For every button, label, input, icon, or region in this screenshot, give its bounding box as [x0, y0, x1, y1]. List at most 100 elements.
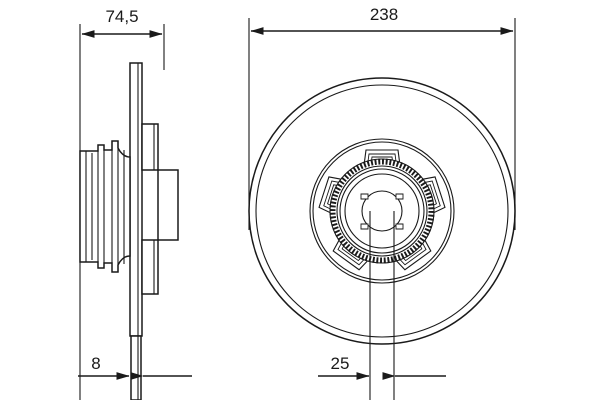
disc-step-lower-right	[141, 239, 159, 295]
abs-ring-tooth	[370, 159, 374, 166]
abs-ring-tooth	[403, 251, 409, 258]
disc-outer-circle	[248, 77, 516, 345]
abs-ring-tooth	[355, 164, 361, 171]
hub-bore-circle	[361, 190, 403, 232]
abs-ring-tooth	[331, 193, 339, 198]
abs-ring-tooth	[416, 175, 422, 181]
abs-ring-tooth	[344, 243, 351, 250]
disc-plate-section	[129, 62, 143, 337]
abs-ring-tooth	[428, 207, 435, 210]
abs-ring-tooth	[397, 254, 402, 261]
hub-internal-lines	[85, 141, 125, 272]
abs-ring-tooth	[427, 217, 434, 221]
abs-ring-tooth	[342, 241, 348, 247]
dimension-thickness: 8	[78, 354, 192, 380]
abs-ring-tooth	[414, 242, 421, 249]
abs-ring-tooth	[352, 166, 358, 173]
abs-ring-tooth	[409, 247, 415, 254]
dimension-hub-height-label: 25	[331, 354, 350, 373]
abs-ring-tooth	[427, 199, 434, 203]
abs-ring-tooth	[427, 203, 435, 206]
abs-ring-tooth	[340, 176, 347, 183]
abs-ring-tooth	[330, 197, 338, 201]
abs-ring-tooth	[336, 183, 343, 188]
abs-ring-tooth	[334, 186, 341, 191]
abs-ring-tooth	[393, 255, 398, 262]
front-center-extension-lines	[369, 211, 395, 400]
dimension-width-overall-label: 74,5	[105, 7, 138, 26]
abs-ring-tooth	[420, 181, 427, 187]
abs-ring-tooth	[330, 219, 337, 223]
abs-ring-tooth	[428, 211, 435, 214]
disc-plate-thin-extension	[130, 335, 142, 400]
abs-ring-tooth	[410, 169, 417, 176]
hub-center	[339, 168, 425, 254]
abs-ring-tooth	[388, 159, 392, 166]
abs-ring-tooth	[331, 222, 338, 227]
abs-ring-tooth	[364, 254, 369, 262]
dimension-thickness-label: 8	[91, 354, 100, 373]
abs-ring-tooth	[428, 214, 435, 217]
abs-ring-tooth	[417, 239, 424, 246]
abs-ring-tooth	[413, 172, 420, 179]
abs-ring-tooth	[383, 257, 386, 264]
abs-ring-tooth	[405, 165, 410, 172]
abs-ring-tooth	[329, 216, 337, 219]
abs-ring-tooth	[378, 158, 381, 165]
abs-ring-tooth	[333, 189, 340, 195]
abs-ring-tooth	[421, 234, 428, 239]
disc-step-upper-right	[141, 123, 159, 171]
abs-ring-tooth	[400, 252, 405, 260]
abs-ring-tooth	[372, 256, 376, 263]
abs-ring-tooth	[374, 158, 377, 166]
dimension-width-overall: 74,5	[81, 7, 163, 38]
abs-ring-tooth	[339, 238, 346, 244]
front-view: 238	[248, 5, 516, 400]
dimension-diameter-overall: 238	[250, 5, 514, 35]
abs-ring-tooth	[329, 208, 336, 211]
abs-ring-tooth	[406, 249, 412, 256]
abs-ring-tooth	[349, 168, 355, 175]
abs-ring-tooth	[337, 235, 344, 241]
abs-ring-tooth	[382, 158, 385, 165]
abs-ring-tooth	[425, 191, 432, 196]
abs-ring-tooth	[402, 163, 407, 170]
abs-ring-tooth	[423, 188, 431, 193]
abs-ring-tooth	[412, 245, 418, 251]
abs-ring-tooth	[408, 167, 414, 174]
abs-ring-tooth	[354, 250, 359, 257]
disc-hat-inner-circle	[312, 141, 452, 281]
abs-ring-tooth	[329, 205, 336, 208]
dimension-diameter-overall-label: 238	[370, 5, 398, 24]
abs-ring-tooth	[387, 256, 390, 264]
disc-outer-edge-circle	[255, 84, 509, 338]
abs-ring-tooth	[338, 179, 345, 185]
abs-ring-tooth	[392, 159, 396, 167]
abs-ring-tooth	[343, 173, 350, 180]
abs-ring-tooth	[366, 160, 371, 167]
disc-flange-outer-upper	[157, 169, 179, 241]
abs-ring-tooth	[330, 201, 337, 205]
abs-ring-tooth	[398, 162, 404, 169]
abs-ring-tooth	[357, 252, 362, 259]
section-view: 74,5	[78, 7, 192, 400]
dimension-hub-height: 25	[318, 354, 446, 380]
abs-ring-tooth	[424, 227, 431, 233]
abs-ring-tooth	[395, 160, 400, 168]
abs-ring-tooth	[333, 229, 341, 234]
abs-ring-tooth	[379, 257, 382, 264]
abs-ring-tooth	[422, 184, 429, 190]
abs-ring-tooth	[390, 256, 394, 263]
hub-retaining-tabs	[360, 193, 404, 230]
abs-ring-tooth	[347, 246, 354, 253]
abs-ring-tooth	[346, 171, 352, 177]
abs-ring-tooth	[423, 231, 430, 236]
abs-ring-tooth	[360, 253, 366, 260]
abs-ring-tooth	[362, 161, 367, 168]
abs-ring-tooth	[376, 257, 379, 264]
hub-mid-circle	[344, 173, 420, 249]
abs-ring-tooth	[335, 232, 342, 238]
abs-ring-tooth	[419, 237, 426, 243]
